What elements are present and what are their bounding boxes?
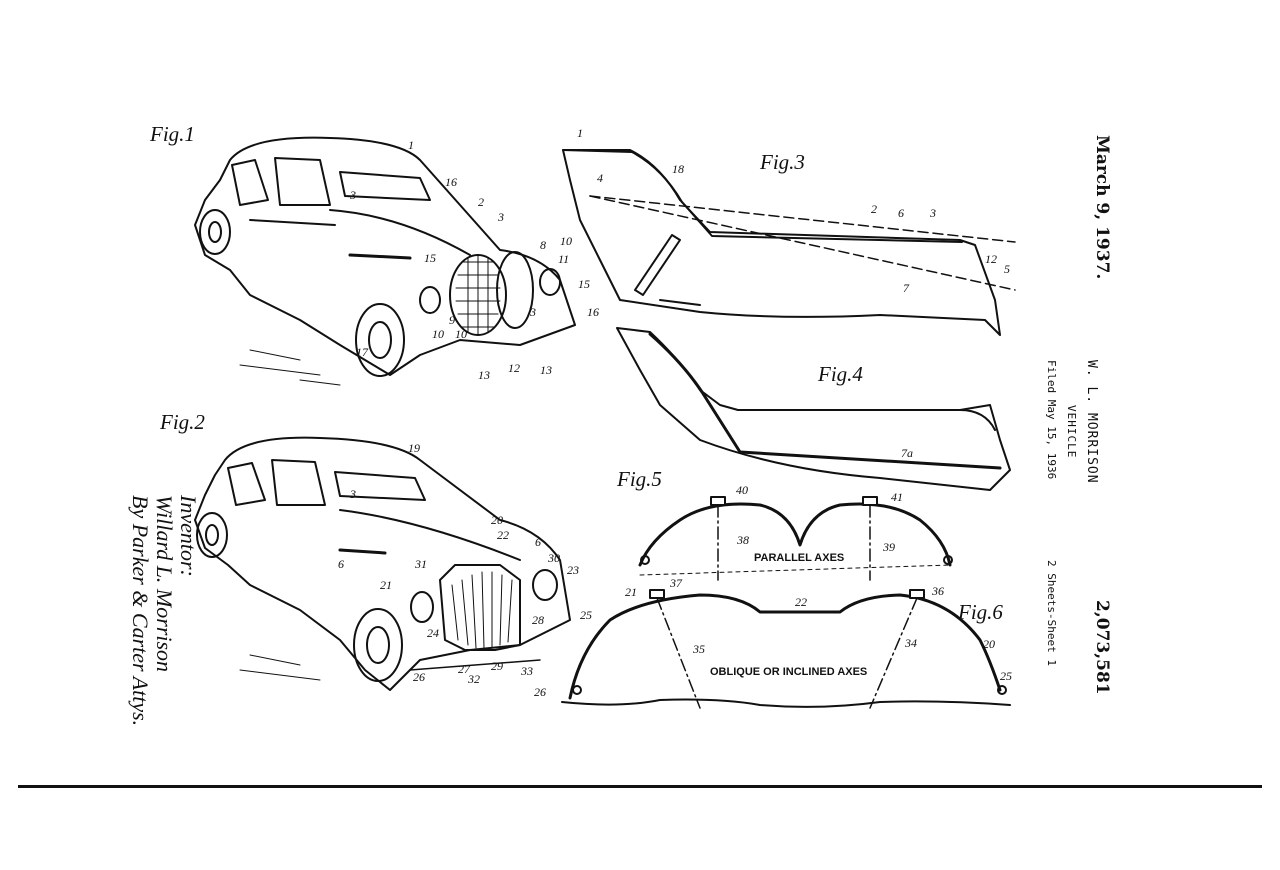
ref-numeral: 15 bbox=[578, 277, 590, 291]
fig4-hood-section bbox=[616, 327, 1011, 491]
ref-numeral: 11 bbox=[558, 252, 570, 266]
ref-numeral: 20 bbox=[491, 513, 503, 527]
ref-numeral: 41 bbox=[891, 490, 903, 504]
ref-numeral: 26 bbox=[534, 685, 546, 699]
page-border-rule bbox=[18, 785, 1262, 788]
ref-numeral: 6 bbox=[535, 535, 541, 549]
ref-numeral: 35 bbox=[693, 642, 705, 656]
ref-numeral: 13 bbox=[478, 368, 490, 382]
fig4-label: Fig.4 bbox=[818, 362, 863, 386]
ref-numeral: 20 bbox=[983, 637, 995, 651]
ref-numeral: 37 bbox=[670, 576, 682, 590]
fig5-label: Fig.5 bbox=[617, 467, 662, 491]
ref-numeral: 21 bbox=[380, 578, 392, 592]
ref-numeral: 27 bbox=[458, 662, 470, 676]
ref-numeral: 39 bbox=[883, 540, 895, 554]
ref-numeral: 9 bbox=[449, 313, 455, 327]
ref-numeral: 17 bbox=[356, 345, 368, 359]
ref-numeral: 2 bbox=[478, 195, 484, 209]
ref-numeral: 32 bbox=[468, 672, 480, 686]
ref-numeral: 38 bbox=[737, 533, 749, 547]
ref-numeral: 7 bbox=[903, 281, 909, 295]
oblique-axes-label: OBLIQUE OR INCLINED AXES bbox=[708, 666, 870, 678]
ref-numeral: 34 bbox=[905, 636, 917, 650]
fig6-label: Fig.6 bbox=[958, 600, 1003, 624]
fig1-car-drawing bbox=[194, 136, 576, 386]
ref-numeral: 2 bbox=[871, 202, 877, 216]
ref-numeral: 8 bbox=[540, 238, 546, 252]
ref-numeral: 5 bbox=[1004, 262, 1010, 276]
fig6-oblique-axes-section bbox=[561, 589, 1011, 709]
ref-numeral: 12 bbox=[508, 361, 520, 375]
ref-numeral: 33 bbox=[521, 664, 533, 678]
ref-numeral: 3 bbox=[350, 188, 356, 202]
ref-numeral: 6 bbox=[898, 206, 904, 220]
ref-numeral: 30 bbox=[548, 551, 560, 565]
ref-numeral: 21 bbox=[625, 585, 637, 599]
ref-numeral: 18 bbox=[672, 162, 684, 176]
ref-numeral: 28 bbox=[532, 613, 544, 627]
ref-numeral: 23 bbox=[567, 563, 579, 577]
fig2-label: Fig.2 bbox=[160, 410, 205, 434]
ref-numeral: 7a bbox=[901, 446, 913, 460]
ref-numeral: 29 bbox=[491, 659, 503, 673]
ref-numeral: 16 bbox=[587, 305, 599, 319]
ref-numeral: 10 bbox=[432, 327, 444, 341]
ref-numeral: 31 bbox=[415, 557, 427, 571]
ref-numeral: 3 bbox=[930, 206, 936, 220]
ref-numeral: 3 bbox=[530, 305, 536, 319]
fig1-label: Fig.1 bbox=[150, 122, 195, 146]
fig2-car-drawing bbox=[194, 436, 571, 691]
ref-numeral: 3 bbox=[498, 210, 504, 224]
ref-numeral: 3 bbox=[350, 487, 356, 501]
ref-numeral: 25 bbox=[580, 608, 592, 622]
ref-numeral: 15 bbox=[424, 251, 436, 265]
ref-numeral: 40 bbox=[736, 483, 748, 497]
ref-numeral: 36 bbox=[932, 584, 944, 598]
fig5-parallel-axes-section bbox=[638, 496, 953, 581]
ref-numeral: 25 bbox=[1000, 669, 1012, 683]
ref-numeral: 1 bbox=[408, 138, 414, 152]
ref-numeral: 10 bbox=[455, 327, 467, 341]
ref-numeral: 22 bbox=[497, 528, 509, 542]
ref-numeral: 26 bbox=[413, 670, 425, 684]
ref-numeral: 24 bbox=[427, 626, 439, 640]
fig3-hood-section bbox=[562, 149, 1016, 336]
ref-numeral: 16 bbox=[445, 175, 457, 189]
ref-numeral: 22 bbox=[795, 595, 807, 609]
ref-numeral: 4 bbox=[597, 171, 603, 185]
fig3-label: Fig.3 bbox=[760, 150, 805, 174]
ref-numeral: 12 bbox=[985, 252, 997, 266]
ref-numeral: 13 bbox=[540, 363, 552, 377]
parallel-axes-label: PARALLEL AXES bbox=[752, 552, 847, 564]
ref-numeral: 6 bbox=[338, 557, 344, 571]
ref-numeral: 1 bbox=[577, 126, 583, 140]
ref-numeral: 19 bbox=[408, 441, 420, 455]
ref-numeral: 10 bbox=[560, 234, 572, 248]
